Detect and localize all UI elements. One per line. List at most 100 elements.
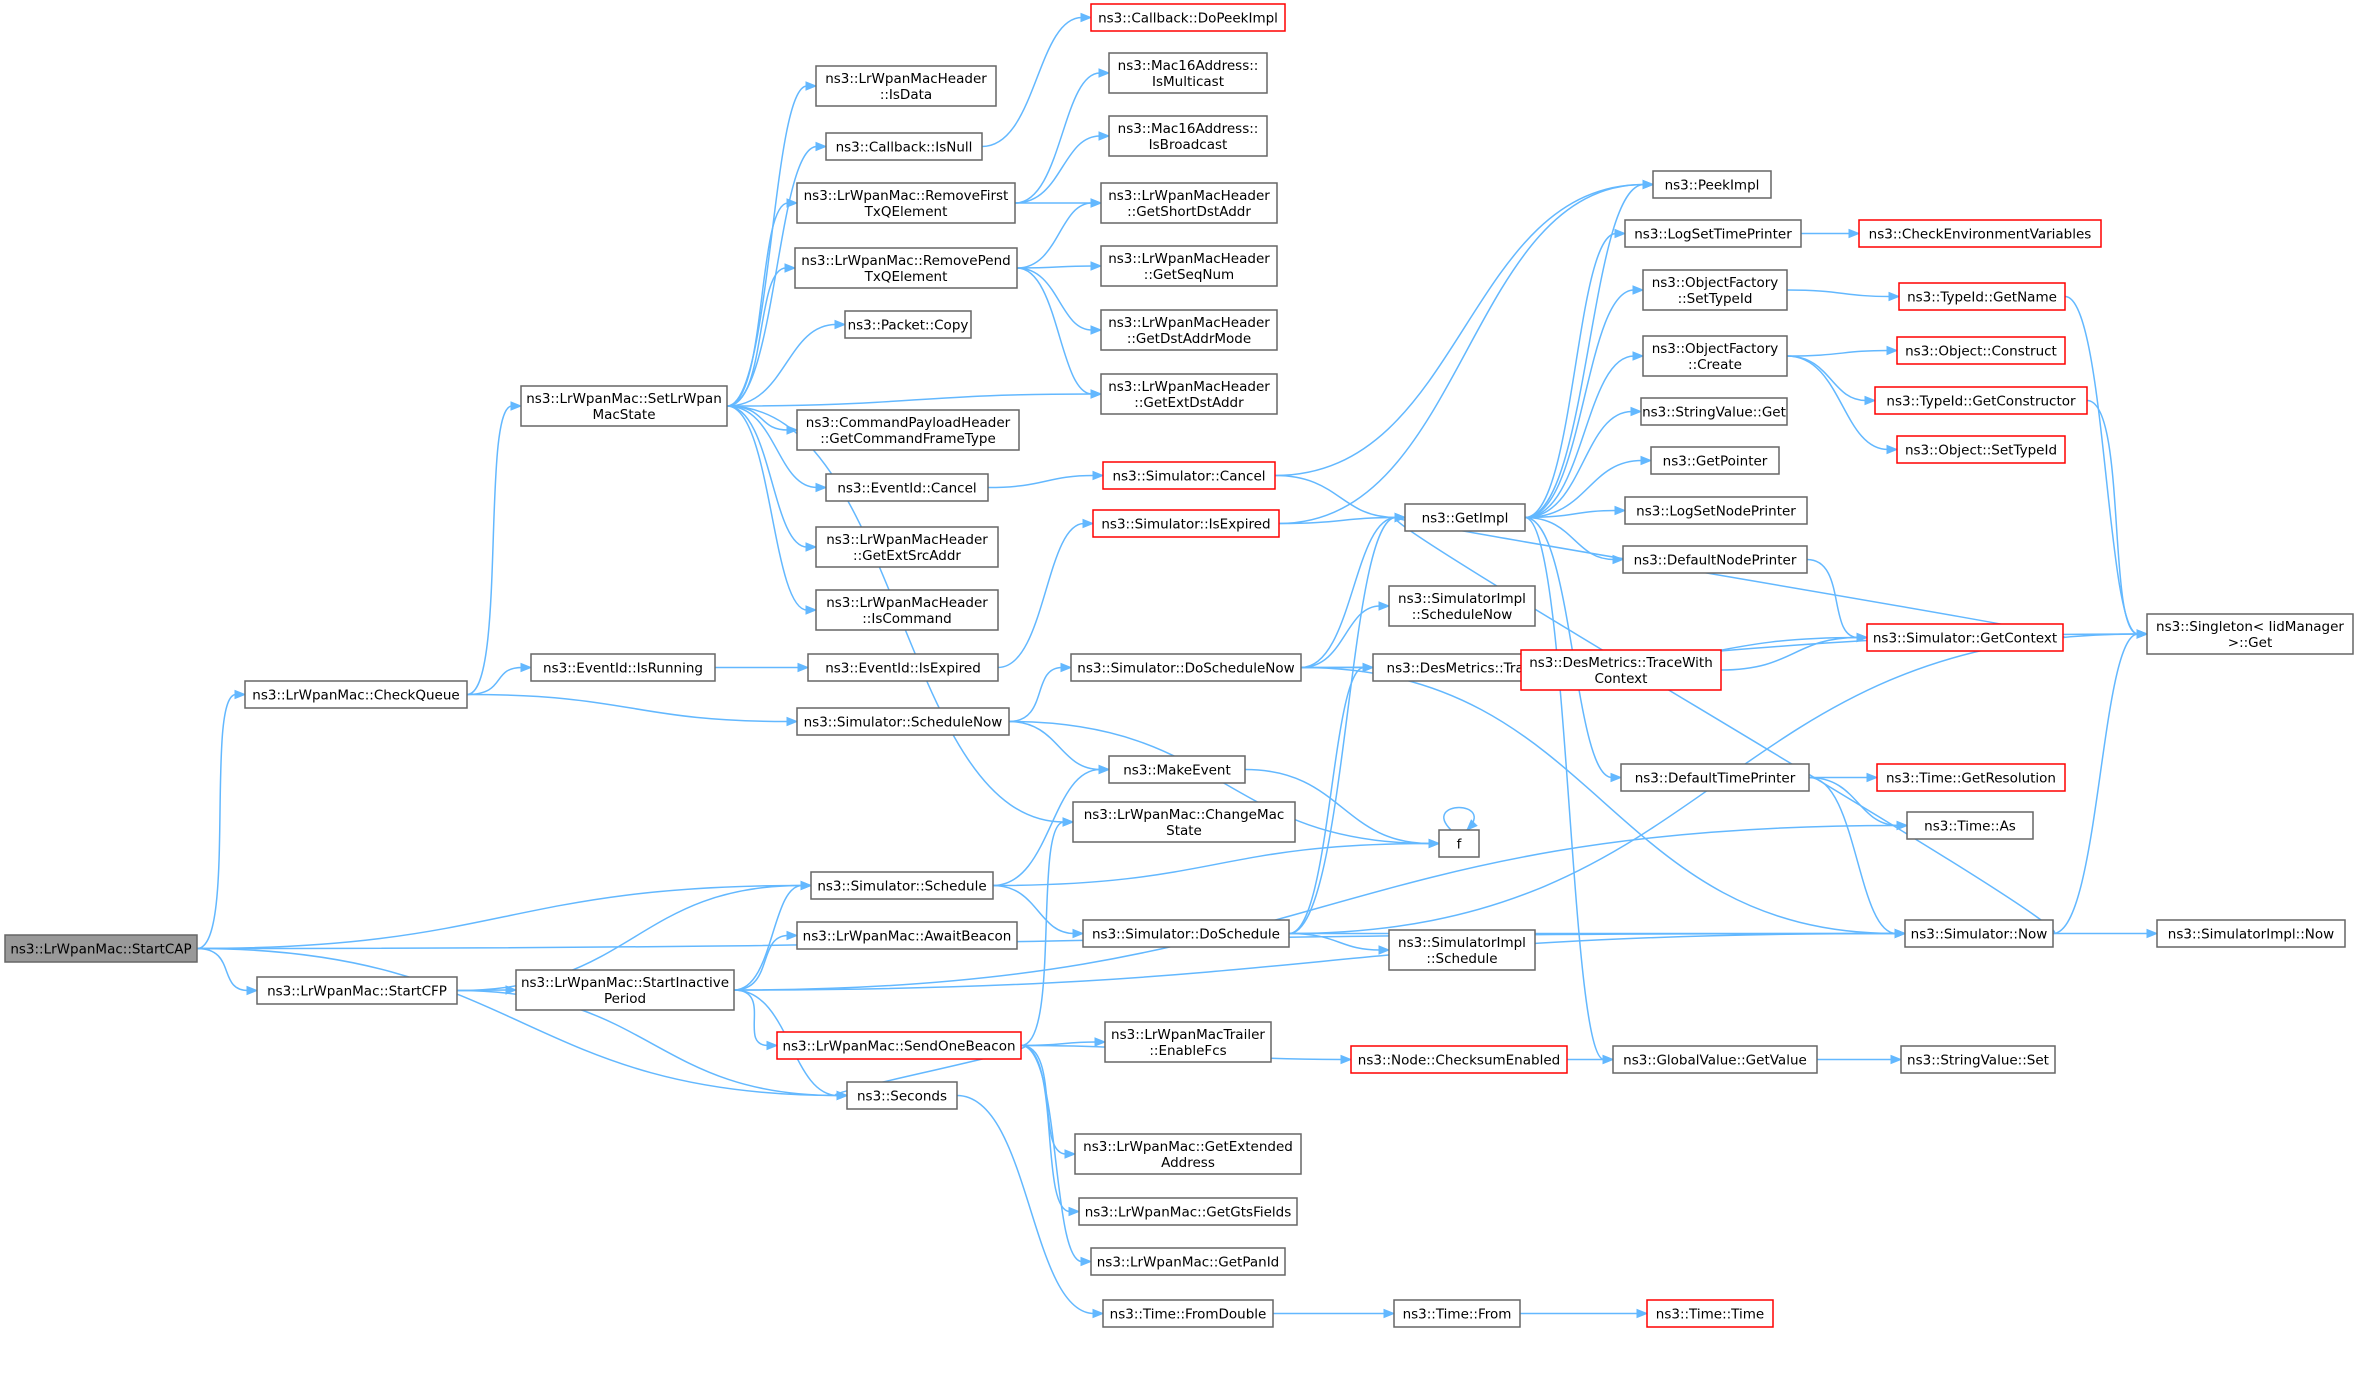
arrowhead <box>1090 261 1103 271</box>
node-startcap[interactable]: ns3::LrWpanMac::StartCAP <box>4 934 198 963</box>
node-label: ns3::Singleton< IidManager <box>2156 619 2344 635</box>
node-isbroadcast[interactable]: ns3::Mac16Address::IsBroadcast <box>1108 115 1268 157</box>
node-implschednow[interactable]: ns3::SimulatorImpl::ScheduleNow <box>1388 585 1536 627</box>
node-getseqnum[interactable]: ns3::LrWpanMacHeader::GetSeqNum <box>1100 245 1278 287</box>
node-box <box>1906 811 2034 840</box>
node-strvalget[interactable]: ns3::StringValue::Get <box>1640 397 1788 426</box>
edge-sendonebeacon-to-seconds <box>834 1044 1026 1101</box>
node-implschedule[interactable]: ns3::SimulatorImpl::Schedule <box>1388 929 1536 971</box>
node-box <box>815 65 997 107</box>
node-timetime[interactable]: ns3::Time::Time <box>1646 1299 1774 1328</box>
edge-line <box>1016 267 1093 395</box>
edge-checkqueue-to-setstate <box>466 401 523 696</box>
node-getextdst[interactable]: ns3::LrWpanMacHeader::GetExtDstAddr <box>1100 373 1278 415</box>
node-isrunning[interactable]: ns3::EventId::IsRunning <box>530 653 716 682</box>
node-simisexpired[interactable]: ns3::Simulator::IsExpired <box>1092 509 1280 538</box>
node-getextsrc[interactable]: ns3::LrWpanMacHeader::GetExtSrcAddr <box>815 526 999 568</box>
node-box <box>1624 496 1808 525</box>
node-doschednow[interactable]: ns3::Simulator::DoScheduleNow <box>1070 653 1302 682</box>
node-iscommand[interactable]: ns3::LrWpanMacHeader::IsCommand <box>815 589 999 631</box>
arrowhead <box>815 482 828 493</box>
node-fromdouble[interactable]: ns3::Time::FromDouble <box>1102 1299 1274 1328</box>
node-getshortdst[interactable]: ns3::LrWpanMacHeader::GetShortDstAddr <box>1100 182 1278 224</box>
arrowhead <box>1394 512 1407 523</box>
node-makeevent[interactable]: ns3::MakeEvent <box>1108 755 1246 784</box>
node-logsettime[interactable]: ns3::LogSetTimePrinter <box>1624 219 1802 248</box>
node-singletonget[interactable]: ns3::Singleton< IidManager >::Get <box>2146 613 2354 655</box>
node-timeas[interactable]: ns3::Time::As <box>1906 811 2034 840</box>
node-typeidgetctor[interactable]: ns3::TypeId::GetConstructor <box>1874 386 2088 415</box>
node-checkenv[interactable]: ns3::CheckEnvironmentVariables <box>1858 219 2102 248</box>
node-isexpired_ev[interactable]: ns3::EventId::IsExpired <box>807 653 999 682</box>
edge-line <box>1014 72 1101 204</box>
node-checkqueue[interactable]: ns3::LrWpanMac::CheckQueue <box>244 680 468 709</box>
node-packetcopy[interactable]: ns3::Packet::Copy <box>844 310 972 339</box>
node-getresolution[interactable]: ns3::Time::GetResolution <box>1876 763 2066 792</box>
edge-line <box>1524 183 1645 519</box>
node-ofsettypeid[interactable]: ns3::ObjectFactory::SetTypeId <box>1642 269 1788 311</box>
edge-startcap-to-checkqueue <box>196 689 247 950</box>
node-getpanid[interactable]: ns3::LrWpanMac::GetPanId <box>1090 1247 1286 1276</box>
edge-line <box>196 693 237 950</box>
node-f[interactable]: f <box>1438 829 1480 858</box>
node-getpointer[interactable]: ns3::GetPointer <box>1650 446 1780 475</box>
node-simnow[interactable]: ns3::Simulator::Now <box>1904 919 2054 948</box>
node-label: ns3::Object::SetTypeId <box>1905 443 2057 459</box>
edge-line <box>1524 516 1605 1061</box>
node-awaitbeacon[interactable]: ns3::LrWpanMac::AwaitBeacon <box>796 921 1018 950</box>
node-objsettypeid[interactable]: ns3::Object::SetTypeId <box>1896 435 2066 464</box>
node-label: ns3::DesMetrics::TraceWith <box>1529 655 1713 671</box>
node-isnull[interactable]: ns3::Callback::IsNull <box>825 132 983 161</box>
node-implnow[interactable]: ns3::SimulatorImpl::Now <box>2156 919 2346 948</box>
node-label: ns3::Simulator::GetContext <box>1873 631 2057 647</box>
node-eventcancel[interactable]: ns3::EventId::Cancel <box>825 473 989 502</box>
node-doschedule[interactable]: ns3::Simulator::DoSchedule <box>1082 919 1290 948</box>
edge-setstate-to-eventcancel <box>726 405 828 493</box>
node-getdstmode[interactable]: ns3::LrWpanMacHeader::GetDstAddrMode <box>1100 309 1278 351</box>
node-timefrom[interactable]: ns3::Time::From <box>1393 1299 1521 1328</box>
node-ofcreate[interactable]: ns3::ObjectFactory::Create <box>1642 335 1788 377</box>
arrowhead <box>1602 1054 1615 1065</box>
edge-ofcreate-to-objconstruct <box>1786 345 1899 357</box>
edge-line <box>1288 516 1397 935</box>
node-getgts[interactable]: ns3::LrWpanMac::GetGtsFields <box>1078 1197 1298 1226</box>
node-sendonebeacon[interactable]: ns3::LrWpanMac::SendOneBeacon <box>776 1031 1022 1060</box>
node-seconds[interactable]: ns3::Seconds <box>846 1081 958 1110</box>
arrowhead <box>1060 662 1073 673</box>
node-getcmdframe[interactable]: ns3::CommandPayloadHeader::GetCommandFra… <box>796 409 1020 451</box>
node-peekimpl[interactable]: ns3::PeekImpl <box>1652 170 1772 199</box>
node-logsetnode[interactable]: ns3::LogSetNodePrinter <box>1624 496 1808 525</box>
node-simcancel[interactable]: ns3::Simulator::Cancel <box>1102 461 1276 490</box>
node-label: ns3::Simulator::DoSchedule <box>1092 927 1280 943</box>
node-dopeekimpl[interactable]: ns3::Callback::DoPeekImpl <box>1090 3 1286 32</box>
arrowhead <box>520 662 533 673</box>
node-typeidgetname[interactable]: ns3::TypeId::GetName <box>1898 282 2066 311</box>
node-simgetcontext[interactable]: ns3::Simulator::GetContext <box>1866 623 2064 652</box>
node-deftimeprinter[interactable]: ns3::DefaultTimePrinter <box>1620 763 1810 792</box>
edge-setstate-to-removepend <box>726 263 797 407</box>
node-label: ns3::LrWpanMacHeader <box>826 532 988 548</box>
node-ismulticast[interactable]: ns3::Mac16Address::IsMulticast <box>1108 52 1268 94</box>
node-isdata[interactable]: ns3::LrWpanMacHeader::IsData <box>815 65 997 107</box>
node-defnodeprinter[interactable]: ns3::DefaultNodePrinter <box>1622 545 1808 574</box>
edge-line <box>1524 516 1613 779</box>
node-schedule[interactable]: ns3::Simulator::Schedule <box>810 871 994 900</box>
node-startcfp[interactable]: ns3::LrWpanMac::StartCFP <box>256 976 458 1005</box>
node-gvgetvalue[interactable]: ns3::GlobalValue::GetValue <box>1612 1045 1818 1074</box>
node-checksum[interactable]: ns3::Node::ChecksumEnabled <box>1350 1045 1568 1074</box>
node-getimpl[interactable]: ns3::GetImpl <box>1404 503 1526 532</box>
node-box <box>1090 3 1286 32</box>
arrowhead <box>1636 1308 1649 1319</box>
node-objconstruct[interactable]: ns3::Object::Construct <box>1896 336 2066 365</box>
node-schednow[interactable]: ns3::Simulator::ScheduleNow <box>796 707 1010 736</box>
node-strvalset[interactable]: ns3::StringValue::Set <box>1900 1045 2056 1074</box>
node-trailerfcs[interactable]: ns3::LrWpanMacTrailer::EnableFcs <box>1104 1021 1272 1063</box>
